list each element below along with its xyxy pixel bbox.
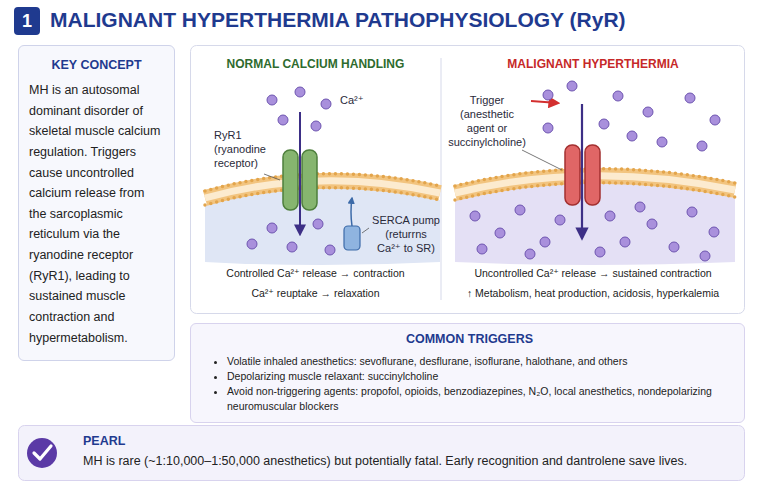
serca-arrow bbox=[351, 198, 352, 226]
trigger-arrow bbox=[531, 101, 558, 103]
mh-panel: MALIGNANT HYPERTHERMIA Uncontrolled Ca²⁺ … bbox=[441, 45, 745, 313]
calcium-ion bbox=[267, 95, 277, 105]
cell-interior bbox=[205, 187, 440, 265]
calcium-ion bbox=[595, 247, 605, 257]
page-title: MALIGNANT HYPERTHERMIA PATHOPHYSIOLOGY (… bbox=[50, 8, 626, 32]
box-text: ↑ Metabolism, heat production, acidosis,… bbox=[445, 283, 741, 303]
calcium-ion bbox=[599, 119, 609, 129]
ryr1-channel bbox=[283, 150, 298, 210]
calcium-ion bbox=[709, 227, 719, 237]
calcium-ion bbox=[555, 215, 565, 225]
calcium-flow-arrow bbox=[299, 112, 301, 234]
panel-ground bbox=[191, 46, 745, 314]
calcium-ion bbox=[613, 91, 623, 101]
calcium-ion bbox=[267, 223, 277, 233]
trigger-label: Trigger (anesthetic agent or succinylcho… bbox=[445, 93, 529, 149]
calcium-ion bbox=[287, 242, 297, 252]
panel-divider bbox=[441, 58, 442, 300]
ryr1-channel-open bbox=[565, 145, 580, 205]
box-text: Uncontrolled Ca²⁺ release → sustained co… bbox=[445, 263, 741, 283]
box-heading: COMMON TRIGGERS bbox=[211, 332, 728, 346]
check-icon bbox=[27, 438, 57, 468]
calcium-ion bbox=[643, 107, 653, 117]
leader-line bbox=[522, 150, 562, 170]
ion-label: Ca²⁺ bbox=[340, 94, 374, 107]
box-text: MH is an autosomal dominant disorder of … bbox=[29, 80, 164, 348]
calcium-ion bbox=[311, 121, 321, 131]
ryr1-channel-open bbox=[585, 145, 600, 205]
calcium-ion bbox=[543, 90, 553, 100]
calcium-ion bbox=[685, 93, 695, 103]
calcium-ion bbox=[700, 251, 710, 261]
serca-pump bbox=[344, 226, 360, 250]
calcium-ion bbox=[313, 219, 323, 229]
box-text: MH is rare (~1:10,000–1:50,000 anestheti… bbox=[83, 454, 730, 468]
box-text: Depolarizing muscle relaxant: succinylch… bbox=[227, 369, 728, 384]
pearl-ground bbox=[19, 426, 745, 481]
calcium-ion bbox=[525, 249, 535, 259]
leader-line bbox=[362, 228, 369, 233]
calcium-ion bbox=[710, 115, 720, 125]
calcium-ion bbox=[647, 219, 657, 229]
box-text: Ca²⁺ reuptake → relaxation bbox=[194, 283, 437, 303]
calcium-ion bbox=[321, 99, 331, 109]
box-text: Volatile inhaled anesthetics: sevofluran… bbox=[227, 354, 728, 369]
calcium-ion bbox=[543, 123, 553, 133]
calcium-ion bbox=[495, 228, 505, 238]
calcium-ions bbox=[247, 81, 720, 261]
calcium-ion bbox=[567, 81, 577, 91]
calcium-ion bbox=[635, 202, 645, 212]
calcium-ion bbox=[470, 211, 480, 221]
box-heading: KEY CONCEPT bbox=[29, 58, 164, 72]
membrane-heads bbox=[205, 188, 440, 205]
normal-panel: NORMAL CALCIUM HANDLING Controlled Ca²⁺ r… bbox=[190, 45, 441, 313]
calcium-ion bbox=[295, 87, 305, 97]
box-text: Controlled Ca²⁺ release → contraction bbox=[194, 263, 437, 283]
ryr1-channel bbox=[302, 150, 317, 210]
pearl-box: PEARL MH is rare (~1:10,000–1:50,000 anes… bbox=[18, 425, 745, 480]
calcium-flow-arrow bbox=[581, 104, 583, 238]
calcium-ion bbox=[620, 237, 630, 247]
calcium-ion bbox=[697, 141, 707, 151]
calcium-ion bbox=[687, 207, 697, 217]
calcium-ion bbox=[657, 137, 667, 147]
box-heading: PEARL bbox=[83, 434, 730, 448]
part-label: SERCA pump (returrns Ca²⁺ to SR) bbox=[372, 213, 440, 255]
calcium-ion bbox=[515, 205, 525, 215]
calcium-ion bbox=[325, 245, 335, 255]
box-heading: MALIGNANT HYPERTHERMIA bbox=[445, 57, 741, 71]
leader-line bbox=[264, 174, 280, 180]
calcium-ion bbox=[477, 244, 487, 254]
calcium-ion bbox=[669, 242, 679, 252]
box-heading: NORMAL CALCIUM HANDLING bbox=[194, 57, 437, 71]
section-number: 1 bbox=[14, 7, 40, 35]
box-text: Avoid non-triggering agents: propofol, o… bbox=[227, 384, 728, 414]
calcium-ion bbox=[627, 131, 637, 141]
calcium-ion bbox=[605, 211, 615, 221]
concept-box: KEY CONCEPT MH is an autosomal dominant d… bbox=[18, 45, 175, 361]
check-mark bbox=[34, 446, 51, 459]
calcium-ion bbox=[540, 237, 550, 247]
part-label: RyR1 (ryanodine receptor) bbox=[214, 128, 282, 170]
calcium-ion bbox=[247, 239, 257, 249]
triggers-box: COMMON TRIGGERS Volatile inhaled anesthet… bbox=[190, 323, 745, 423]
calcium-ion bbox=[278, 115, 288, 125]
